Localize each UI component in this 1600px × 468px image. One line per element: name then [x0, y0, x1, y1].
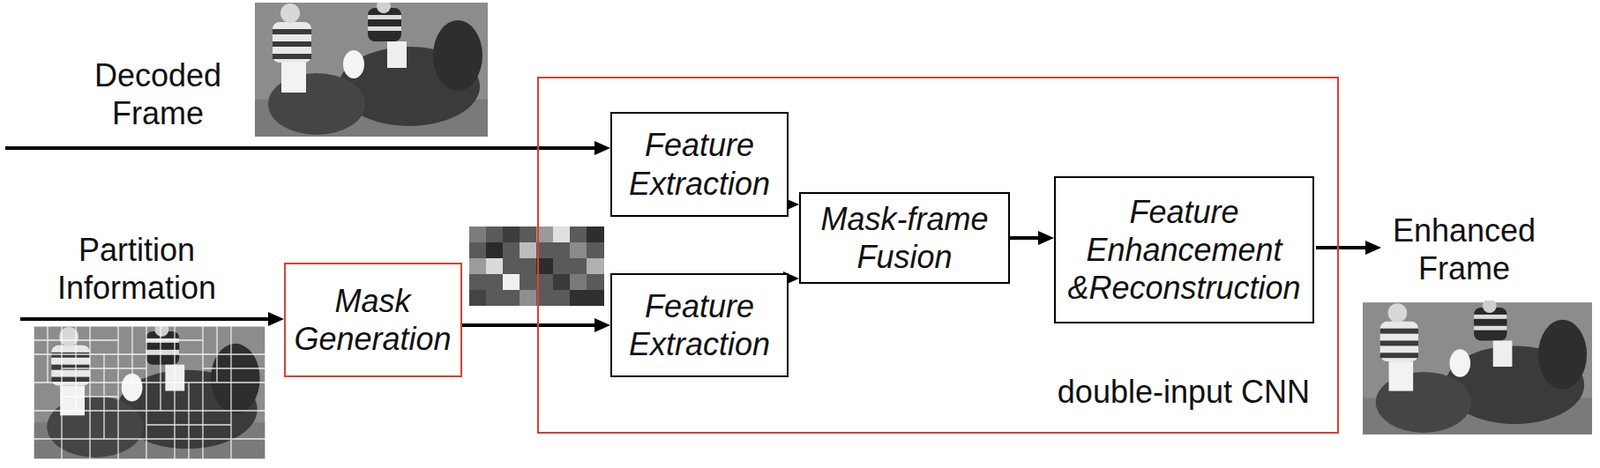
process-box: Feature Enhancement &Reconstruction [1054, 176, 1315, 324]
group-title: double-input CNN [1057, 373, 1310, 412]
arrow-head [594, 318, 611, 333]
process-box: Mask-frame Fusion [799, 192, 1010, 285]
process-box: Feature Extraction [610, 273, 789, 378]
io-label: Partition Information [39, 231, 234, 307]
box-label: Feature Extraction [620, 126, 778, 202]
io-label: Enhanced Frame [1367, 211, 1562, 288]
enhanced-frame-image [1362, 299, 1593, 435]
box-label: Feature Extraction [620, 287, 778, 364]
arrow-head [1038, 231, 1055, 246]
connector-arrow [462, 318, 612, 333]
box-label: Mask Generation [294, 282, 452, 359]
box-label: Feature Enhancement &Reconstruction [1064, 193, 1304, 308]
io-label: Decoded Frame [69, 56, 247, 133]
decoded-frame-image [254, 0, 488, 137]
network-group: double-input CNNFeature ExtractionFeatur… [537, 76, 1339, 434]
partition-image [33, 322, 266, 460]
connector-arrow [1009, 231, 1055, 246]
box-label: Mask-frame Fusion [809, 200, 1000, 277]
process-box: Mask Generation [284, 262, 463, 378]
process-box: Feature Extraction [610, 112, 789, 217]
